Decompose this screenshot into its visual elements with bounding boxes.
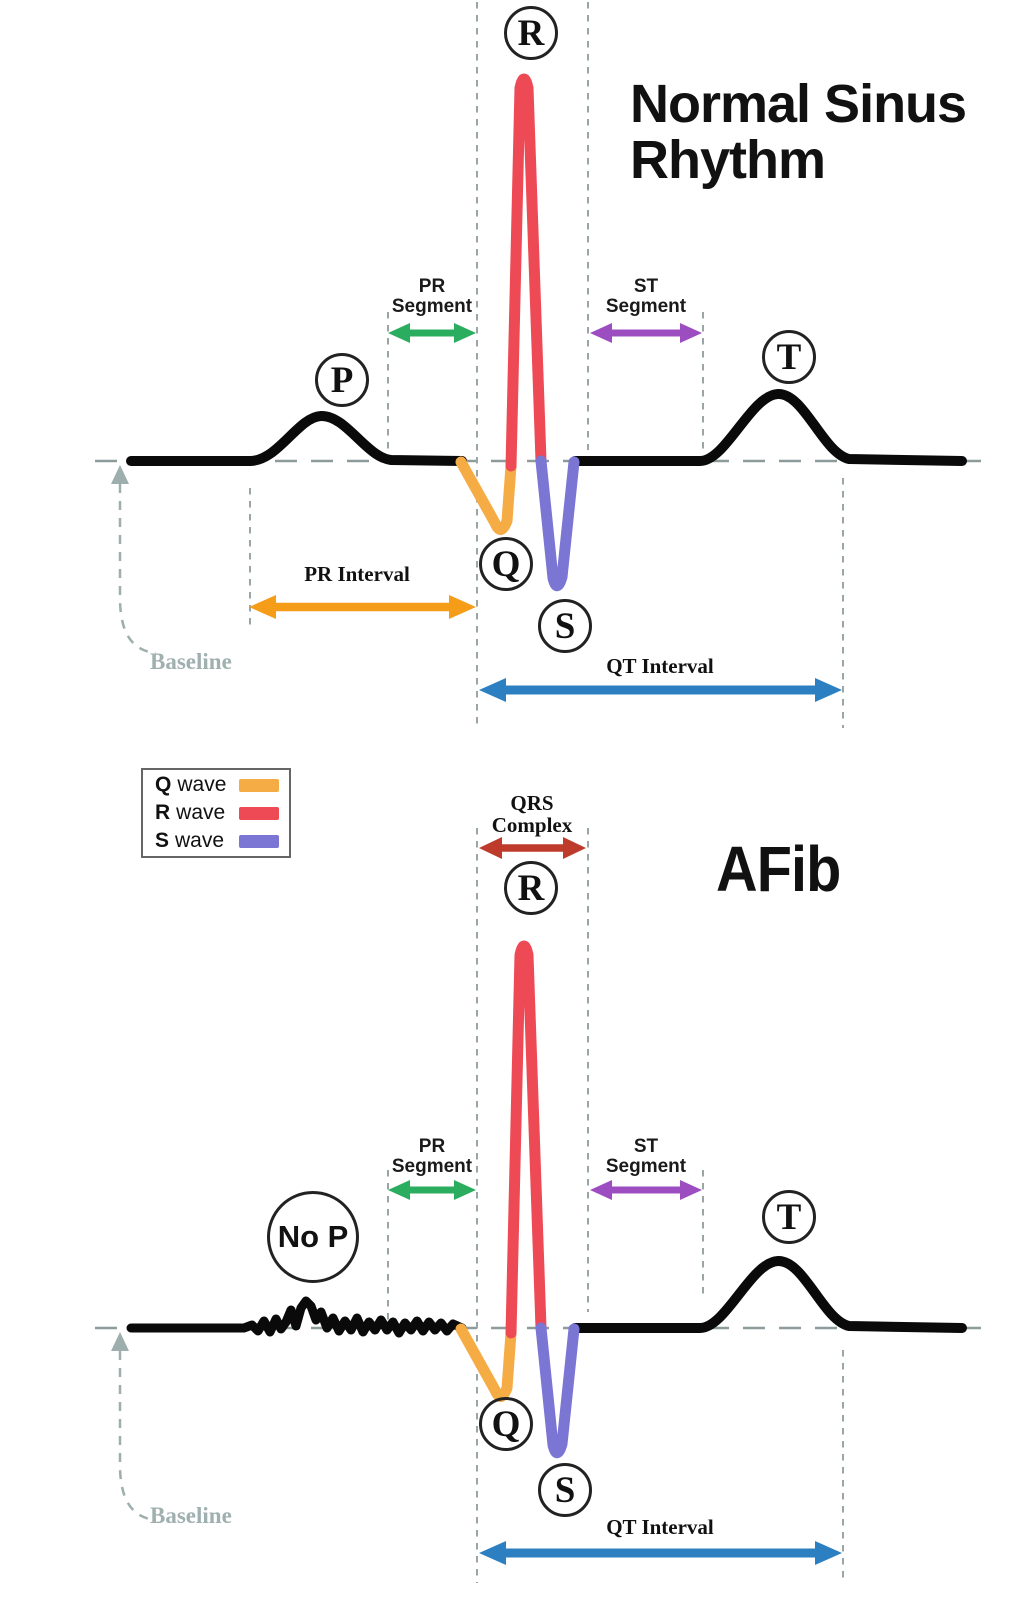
legend-row-s-wave: S wave xyxy=(155,829,279,853)
baseline-label: Baseline xyxy=(150,1503,232,1528)
ecg-trace-normal xyxy=(126,389,967,466)
t-wave-trace xyxy=(570,389,967,466)
r-wave-label-circle: R xyxy=(504,861,558,915)
st-segment-arrow xyxy=(590,323,702,343)
afib-panel xyxy=(95,828,985,1583)
q-wave xyxy=(455,456,517,535)
no-p-wave-circle: No P xyxy=(267,1191,359,1283)
legend-label: wave xyxy=(175,829,225,852)
q-wave-label-circle: Q xyxy=(479,1397,533,1451)
r-wave xyxy=(505,73,547,472)
panel-title-normal-sinus: Normal Sinus Rhythm xyxy=(630,74,967,191)
qrs-complex-label: QRS Complex xyxy=(492,792,573,836)
s-wave xyxy=(535,455,580,592)
s-wave xyxy=(535,1322,580,1459)
qt-interval-label: QT Interval xyxy=(606,1515,714,1539)
guide-lines xyxy=(387,828,844,1583)
r-wave-color-chip xyxy=(239,806,279,820)
q-wave xyxy=(455,1323,517,1402)
legend-row-r-wave: R wave xyxy=(155,801,279,825)
q-wave-label-circle: Q xyxy=(479,537,533,591)
p-wave-letter: P xyxy=(330,359,354,401)
legend-label: wave xyxy=(176,801,226,824)
r-wave-letter: R xyxy=(517,12,545,54)
guide-lines xyxy=(249,2,844,728)
r-wave-label-circle: R xyxy=(504,6,558,60)
qrs-complex-line2: Complex xyxy=(491,813,573,837)
t-wave-trace xyxy=(570,1256,967,1333)
t-wave-letter: T xyxy=(776,336,802,378)
pr-segment-line2: Segment xyxy=(391,296,473,317)
legend-row-q-wave: Q wave xyxy=(155,773,279,797)
t-wave-label-circle: T xyxy=(762,1190,816,1244)
pr-segment-label: PR Segment xyxy=(392,277,472,317)
title-line: Rhythm xyxy=(630,130,826,191)
pr-interval-label: PR Interval xyxy=(304,562,410,586)
qt-interval-arrow xyxy=(479,678,842,702)
fibrillation-trace xyxy=(126,1296,467,1338)
pr-segment-arrow xyxy=(388,323,476,343)
st-segment-line1: ST xyxy=(633,276,659,297)
baseline-label: Baseline xyxy=(150,649,232,674)
legend-key: Q xyxy=(155,773,172,796)
p-wave-trace xyxy=(126,411,467,466)
title-line: Normal Sinus xyxy=(630,74,967,134)
wave-color-legend: Q wave R wave S wave xyxy=(141,768,291,858)
qt-interval-arrow xyxy=(479,1541,842,1565)
qrs-complex-line1: QRS xyxy=(510,791,554,815)
st-segment-arrow xyxy=(590,1180,702,1200)
st-segment-label: ST Segment xyxy=(606,277,686,317)
s-wave-label-circle: S xyxy=(538,1463,592,1517)
legend-key: S xyxy=(155,829,170,852)
no-p-text: No P xyxy=(277,1219,349,1254)
qrs-waves-afib xyxy=(455,940,580,1459)
q-wave-color-chip xyxy=(239,778,279,792)
baseline-callout xyxy=(111,1332,157,1522)
st-segment-label: ST Segment xyxy=(606,1137,686,1177)
p-wave-label-circle: P xyxy=(315,353,369,407)
qrs-waves-normal xyxy=(455,73,580,592)
pr-interval-arrow xyxy=(249,595,476,619)
s-wave-color-chip xyxy=(239,834,279,848)
pr-segment-line1: PR xyxy=(418,1136,446,1157)
ecg-trace-afib xyxy=(126,1256,967,1338)
normal-sinus-panel xyxy=(95,2,985,728)
legend-key: R xyxy=(155,801,171,824)
r-wave xyxy=(505,940,547,1339)
s-wave-label-circle: S xyxy=(538,599,592,653)
baseline-callout xyxy=(111,465,157,655)
t-wave-letter: T xyxy=(776,1196,802,1238)
st-segment-line2: Segment xyxy=(605,296,687,317)
st-segment-line1: ST xyxy=(633,1136,659,1157)
pr-segment-label: PR Segment xyxy=(392,1137,472,1177)
pr-segment-arrow xyxy=(388,1180,476,1200)
s-wave-letter: S xyxy=(554,605,576,647)
r-wave-letter: R xyxy=(517,867,545,909)
qt-interval-label: QT Interval xyxy=(606,654,714,678)
pr-segment-line2: Segment xyxy=(391,1156,473,1177)
t-wave-label-circle: T xyxy=(762,330,816,384)
panel-title-afib: AFib xyxy=(716,833,841,905)
pr-segment-line1: PR xyxy=(418,276,446,297)
q-wave-letter: Q xyxy=(491,1403,521,1445)
s-wave-letter: S xyxy=(554,1469,576,1511)
st-segment-line2: Segment xyxy=(605,1156,687,1177)
q-wave-letter: Q xyxy=(491,543,521,585)
qrs-complex-arrow xyxy=(479,837,586,859)
legend-label: wave xyxy=(177,773,227,796)
